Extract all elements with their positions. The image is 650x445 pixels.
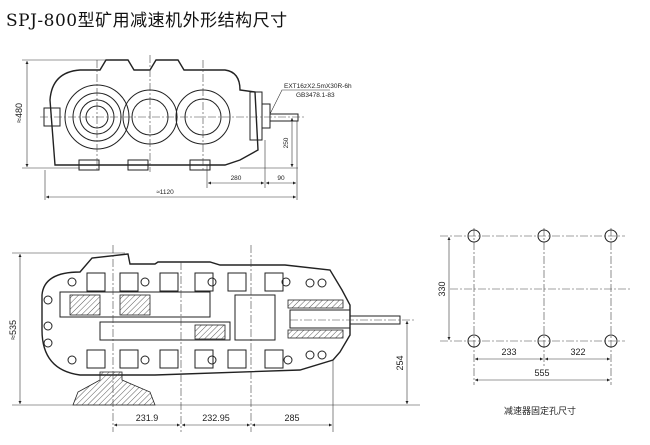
page-title: SPJ-800型矿用减速机外形结构尺寸 [6, 11, 288, 31]
dim-232-95: 232.95 [202, 413, 230, 423]
output-shaft [269, 113, 299, 122]
section-housing [41, 253, 351, 376]
dim-width: ≈535 [8, 320, 18, 340]
mount-hole [537, 229, 551, 243]
mount-hole [604, 229, 618, 243]
spline-note-1: EXT16zX2.5mX30R-6h [284, 83, 352, 90]
housing-outline [49, 59, 259, 166]
front-view: ≈480 250 280 90 ≈1120 EXT16zX2.5mX30R-6h… [14, 55, 352, 200]
dim-555: 555 [534, 368, 549, 378]
dim-shaft-height: 254 [395, 355, 405, 370]
mount-hole [604, 334, 618, 348]
mount-caption: 减速器固定孔尺寸 [504, 405, 576, 416]
dim-330: 330 [437, 281, 447, 296]
dim-length: ≈1120 [156, 189, 174, 196]
spline-note-2: GB3478.1-83 [296, 92, 335, 99]
dim-shaft-height: 250 [283, 137, 290, 148]
mount-hole [467, 229, 481, 243]
dim-90: 90 [277, 175, 285, 182]
mount-hole [537, 334, 551, 348]
dim-231-9: 231.9 [136, 413, 159, 423]
section-view: ≈535 254 231.9 232.95 285 [8, 245, 420, 432]
mount-hole [467, 334, 481, 348]
dim-280: 280 [231, 175, 242, 182]
dim-height: ≈480 [14, 103, 24, 123]
dim-233: 233 [501, 347, 516, 357]
dim-322: 322 [570, 347, 585, 357]
dim-285: 285 [284, 413, 299, 423]
mounting-hole-plan: 330 233 322 555 减速器固定孔尺寸 [437, 228, 632, 416]
base-foot [72, 371, 156, 406]
